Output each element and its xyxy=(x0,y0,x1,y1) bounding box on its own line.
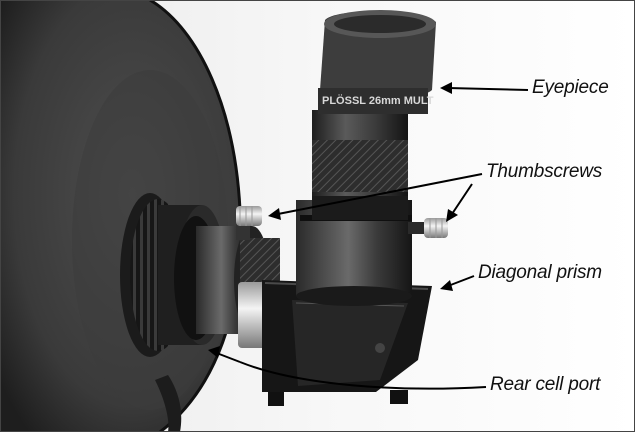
eyepiece-engraving: PLÖSSL 26mm MULT xyxy=(322,94,434,107)
rear-port-arrow xyxy=(208,346,487,390)
thumbscrew-arrow-left xyxy=(268,173,483,220)
eyepiece-arrow xyxy=(440,82,529,94)
thumbscrews xyxy=(236,206,448,240)
diagonal-arrow xyxy=(440,275,475,291)
thumbscrew-right xyxy=(408,218,448,238)
eyepiece: PLÖSSL 26mm MULT xyxy=(312,10,436,220)
callout-arrows xyxy=(208,82,529,390)
rear-cell-port xyxy=(120,193,280,357)
thumbscrew-arrow-right xyxy=(446,183,473,222)
diagonal-prism-label: Diagonal prism xyxy=(478,262,602,283)
diagonal-prism xyxy=(262,280,432,406)
eyepiece-label: Eyepiece xyxy=(532,77,609,98)
thumbscrews-label: Thumbscrews xyxy=(486,161,603,182)
thumbscrew-left xyxy=(236,206,262,240)
rear-cell-port-label: Rear cell port xyxy=(490,374,601,395)
